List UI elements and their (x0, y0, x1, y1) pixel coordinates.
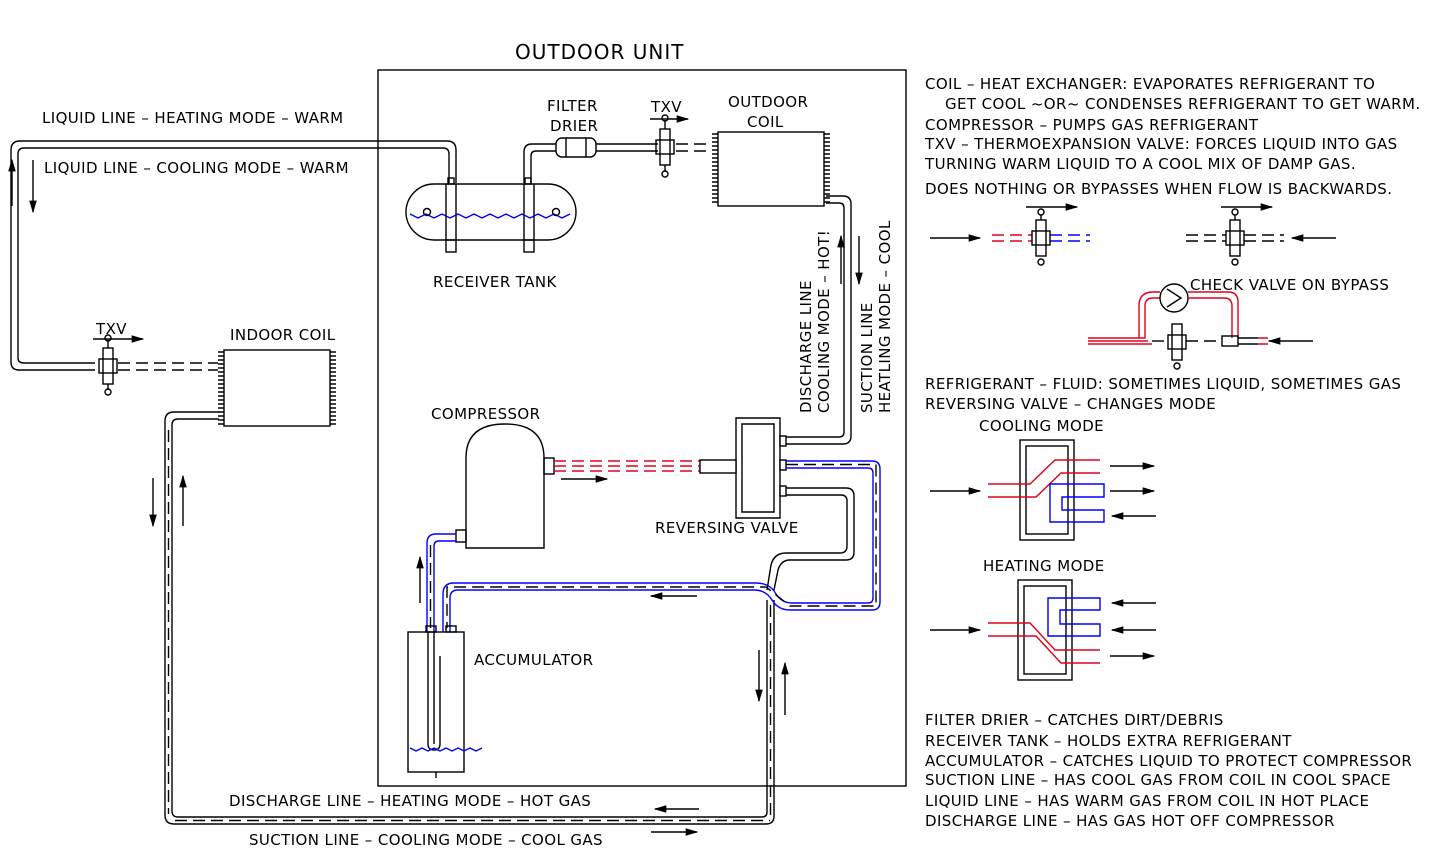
legend-line: DISCHARGE LINE – HAS GAS HOT OFF COMPRES… (925, 812, 1335, 830)
coil-to-valve-pipe (786, 195, 852, 445)
legend-line: RECEIVER TANK – HOLDS EXTRA REFRIGERANT (925, 732, 1292, 750)
cooling-mode-label: COOLING MODE (979, 417, 1104, 435)
receiver-tank: RECEIVER TANK (405, 177, 577, 291)
legend-line: REFRIGERANT – FLUID: SOMETIMES LIQUID, S… (925, 375, 1401, 393)
outdoor-unit: OUTDOOR UNIT (377, 40, 907, 787)
legend-line: GET COOL ~OR~ CONDENSES REFRIGERANT TO G… (945, 95, 1421, 113)
legend-line: FILTER DRIER – CATCHES DIRT/DEBRIS (925, 711, 1224, 729)
txv-forward-symbol (930, 203, 1090, 266)
discharge-cooling-label-2: COOLING MODE – HOT! (815, 230, 833, 413)
suction-heating-label-1: SUCTION LINE (858, 302, 876, 413)
outdoor-coil: OUTDOOR COIL (712, 93, 830, 207)
legend-line: TURNING WARM LIQUID TO A COOL MIX OF DAM… (924, 155, 1356, 173)
coil-label: COIL (747, 113, 784, 131)
filter-label: FILTER (547, 97, 598, 115)
reversing-valve-label: REVERSING VALVE (655, 519, 799, 537)
txv-top: TXV (650, 98, 690, 178)
receiver-tank-label: RECEIVER TANK (433, 273, 557, 291)
legend-line: ACCUMULATOR – CATCHES LIQUID TO PROTECT … (925, 752, 1412, 770)
receiver-to-coil-pipe (523, 143, 712, 183)
legend-line: LIQUID LINE – HAS WARM GAS FROM COIL IN … (925, 792, 1369, 810)
txv-left-label: TXV (95, 320, 127, 338)
heating-mode-symbol: HEATING MODE (930, 557, 1156, 681)
legend-line: COIL – HEAT EXCHANGER: EVAPORATES REFRIG… (925, 75, 1375, 93)
legend-bottom: FILTER DRIER – CATCHES DIRT/DEBRIS RECEI… (925, 711, 1412, 830)
txv-backward-symbol (1186, 203, 1336, 266)
outdoor-unit-border (377, 69, 907, 787)
legend-line: REVERSING VALVE – CHANGES MODE (925, 395, 1216, 413)
liquid-cooling-label: LIQUID LINE – COOLING MODE – WARM (44, 159, 349, 177)
reversing-valve: REVERSING VALVE (655, 417, 799, 537)
check-valve-bypass-symbol: CHECK VALVE ON BYPASS (1088, 276, 1389, 370)
indoor-coil: INDOOR COIL (218, 326, 336, 427)
discharge-heating-label: DISCHARGE LINE – HEATING MODE – HOT GAS (229, 792, 591, 810)
flow-arrows (8, 158, 863, 836)
drier-label: DRIER (550, 117, 598, 135)
txv-top-label: TXV (650, 98, 682, 116)
accumulator-label: ACCUMULATOR (474, 651, 593, 669)
suction-cooling-label: SUCTION LINE – COOLING MODE – COOL GAS (249, 831, 603, 849)
line-labels: LIQUID LINE – HEATING MODE – WARM LIQUID… (42, 109, 894, 849)
lower-loop-pipe (164, 411, 775, 825)
compressor-label: COMPRESSOR (431, 405, 540, 423)
liquid-line-pipe (10, 140, 457, 371)
accumulator: ACCUMULATOR (407, 625, 593, 778)
filter-drier: FILTER DRIER (547, 97, 598, 158)
suction-heating-label-2: HEATLING MODE – COOL (876, 220, 894, 413)
legend-line: DOES NOTHING OR BYPASSES WHEN FLOW IS BA… (925, 180, 1392, 198)
legend-line: TXV – THERMOEXPANSION VALVE: FORCES LIQU… (924, 135, 1398, 153)
legend-line: SUCTION LINE – HAS COOL GAS FROM COIL IN… (925, 771, 1391, 789)
check-valve-label: CHECK VALVE ON BYPASS (1190, 276, 1389, 294)
valve-to-loop-pipe (766, 487, 855, 591)
outdoor-label: OUTDOOR (728, 93, 808, 111)
compressor: COMPRESSOR (431, 405, 609, 549)
liquid-heating-label: LIQUID LINE – HEATING MODE – WARM (42, 109, 344, 127)
legend-line: COMPRESSOR – PUMPS GAS REFRIGERANT (925, 116, 1259, 134)
cooling-mode-symbol: COOLING MODE (930, 417, 1156, 541)
discharge-cooling-label-1: DISCHARGE LINE (797, 280, 815, 413)
legend-top: COIL – HEAT EXCHANGER: EVAPORATES REFRIG… (924, 75, 1421, 198)
suction-pipe (442, 460, 881, 632)
heating-mode-label: HEATING MODE (983, 557, 1105, 575)
outdoor-unit-title: OUTDOOR UNIT (515, 40, 684, 64)
legend-middle: REFRIGERANT – FLUID: SOMETIMES LIQUID, S… (925, 375, 1401, 413)
discharge-pipe (554, 460, 700, 472)
indoor-coil-label: INDOOR COIL (230, 326, 336, 344)
compressor-suction-pipe (416, 533, 456, 632)
txv-left: TXV (93, 320, 145, 396)
